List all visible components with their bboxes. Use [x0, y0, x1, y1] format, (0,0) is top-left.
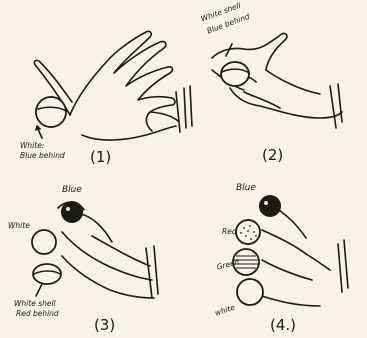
panel-4-note-red: Red: [222, 228, 237, 236]
panel-4-blue-ball: [259, 195, 281, 217]
panel-3-blue-ball: [61, 201, 83, 223]
panel-1-ball: [36, 97, 66, 127]
panel-4-white-ball: [237, 279, 263, 305]
panel-2-number: (2): [262, 148, 283, 163]
panel-4-number: (4.): [270, 318, 296, 333]
panel-1-number: (1): [90, 150, 111, 165]
panel-3-note-white-shell: White shell: [14, 300, 56, 308]
panel-1-note-blue-behind: Blue behind: [20, 152, 65, 160]
panel-3-note-red-behind: Red behind: [16, 310, 59, 318]
panel-2-ball: [221, 62, 249, 86]
panel-3-white-shell: [33, 264, 61, 284]
panel-3-number: (3): [94, 318, 115, 333]
panel-1-note-white: White:: [20, 142, 44, 150]
panel-4-red-ball: [236, 220, 260, 244]
panel-4-note-blue: Blue: [236, 184, 256, 193]
panel-3-note-white: White: [8, 222, 30, 230]
panel-3-note-blue: Blue: [62, 186, 82, 195]
panel-3-white-ball: [32, 230, 56, 254]
